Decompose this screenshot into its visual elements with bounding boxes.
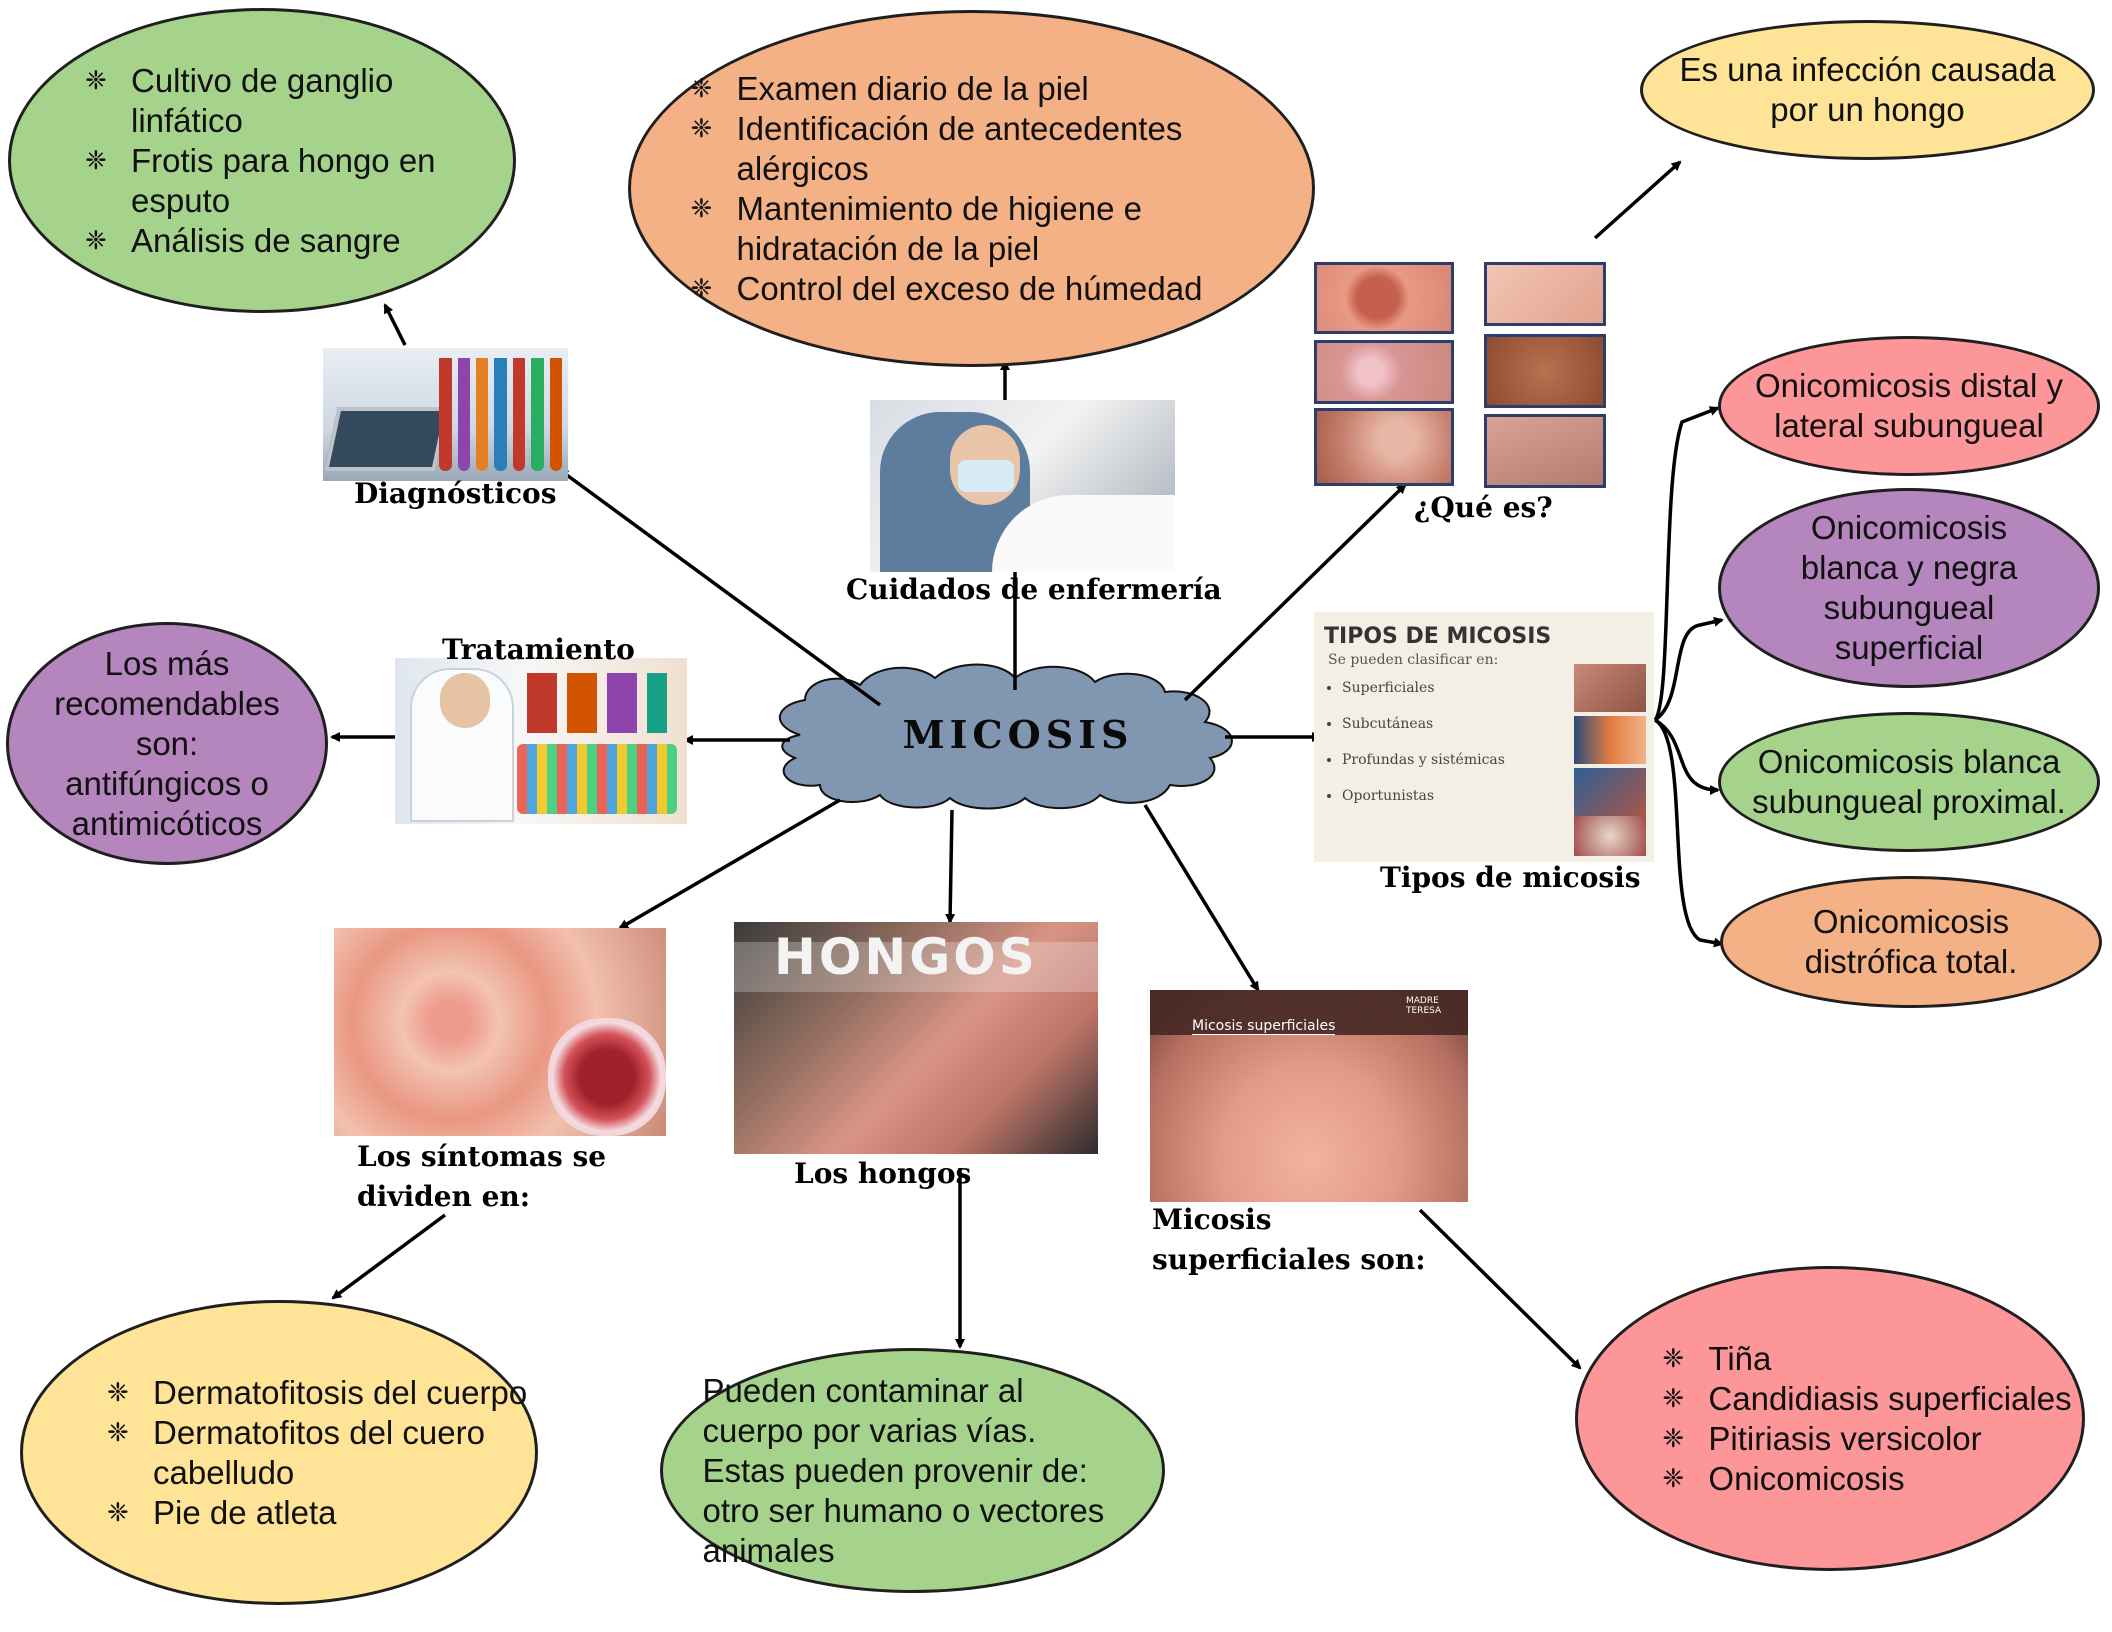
skin-thumbnail [1574,816,1646,856]
arrow-diagnosticos [558,468,882,707]
list-item: Cultivo de ganglio linfático [85,61,513,141]
list-item: Frotis para hongo en esputo [85,141,513,221]
tipos-slide-subtitle: Se pueden clasificar en: [1328,652,1499,668]
list-item: Control del exceso de húmedad [691,269,1257,309]
list-item: Identificación de antecedentes alérgicos [691,109,1257,189]
hongos-photo-word: HONGOS [774,928,1038,986]
list-item: Oportunistas [1342,788,1505,804]
arrow-onico-4 [1653,718,1724,948]
list-item: Pitiriasis versicolor [1662,1419,2071,1459]
onicomicosis-proximal-text: Onicomicosis blanca subungueal proximal. [1752,743,2066,820]
arrow-que-es-bubble [1593,160,1682,240]
cuidados-list: Examen diario de la piel Identificación … [657,69,1257,309]
arrow-onico-2 [1653,616,1724,722]
skin-photo [1484,334,1606,408]
arrow-diagnosticos-bubble [383,303,407,346]
list-item: Candidiasis superficiales [1662,1379,2071,1419]
arrow-superficiales [1143,804,1260,992]
cuidados-caption: Cuidados de enfermería [846,573,1222,606]
arrow-superficiales-bubble [1418,1208,1582,1370]
hongos-caption: Los hongos [794,1157,972,1190]
tratamiento-bubble: Los más recomendables son: antifúngicos … [6,622,328,865]
arrow-hongos [945,809,956,924]
skin-photo [1484,262,1606,326]
tipos-slide-list: Superficiales Subcutáneas Profundas y si… [1328,680,1505,824]
que-es-caption: ¿Qué es? [1414,491,1553,524]
hongos-text: Pueden contaminar al cuerpo por varias v… [702,1371,1105,1569]
list-item: Dermatofitos del cuero cabelludo [107,1413,535,1493]
tipos-caption: Tipos de micosis [1380,861,1641,894]
superficiales-photo-label: Micosis superficiales [1192,1018,1336,1035]
skin-photo [1314,408,1454,486]
superficiales-list: Tiña Candidiasis superficiales Pitiriasi… [1628,1339,2071,1499]
arrow-sintomas [618,798,841,930]
onicomicosis-distrofica-bubble: Onicomicosis distrófica total. [1720,876,2102,1008]
superficiales-bubble: Tiña Candidiasis superficiales Pitiriasi… [1575,1266,2085,1571]
tipos-slide-title: TIPOS DE MICOSIS [1324,624,1552,649]
list-item: Tiña [1662,1339,2071,1379]
micosis-cloud [779,663,1233,810]
diagnosticos-caption: Diagnósticos [354,477,557,510]
list-item: Superficiales [1342,680,1505,696]
tratamiento-caption: Tratamiento [442,633,635,666]
cuidados-photo [870,400,1175,572]
list-item: Onicomicosis [1662,1459,2071,1499]
diagnosticos-bubble: Cultivo de ganglio linfático Frotis para… [8,8,516,313]
microbe-image [548,1018,666,1136]
onicomicosis-superficial-bubble: Onicomicosis blanca y negra subungueal s… [1718,488,2100,688]
list-item: Dermatofitosis del cuerpo [107,1373,535,1413]
hongos-photo: HONGOS [734,922,1098,1154]
arrow-que-es [1183,483,1407,702]
list-item: Examen diario de la piel [691,69,1257,109]
sintomas-caption: Los síntomas se dividen en: [357,1140,607,1213]
list-item: Profundas y sistémicas [1342,752,1505,768]
sintomas-photo [334,928,666,1136]
sintomas-bubble: Dermatofitosis del cuerpo Dermatofitos d… [20,1300,538,1605]
que-es-text: Es una infección causada por un hongo [1679,51,2056,128]
tipos-slide: TIPOS DE MICOSIS Se pueden clasificar en… [1314,612,1654,862]
arrow-onico-1 [1653,406,1720,722]
hongos-bubble: Pueden contaminar al cuerpo por varias v… [660,1348,1165,1593]
arrow-onico-3 [1654,718,1720,795]
onicomicosis-distal-text: Onicomicosis distal y lateral subungueal [1754,367,2064,444]
center-title: MICOSIS [902,712,1134,757]
onicomicosis-superficial-text: Onicomicosis blanca y negra subungueal s… [1800,509,2018,666]
onicomicosis-distal-bubble: Onicomicosis distal y lateral subungueal [1718,336,2100,476]
tratamiento-text: Los más recomendables son: antifúngicos … [54,644,280,842]
diagnosticos-photo [323,348,568,481]
skin-thumbnail [1574,716,1646,764]
skin-photo [1314,340,1454,404]
tratamiento-photo [395,658,687,824]
skin-photo [1314,262,1454,334]
skin-thumbnail [1574,664,1646,712]
madre-teresa-logo: MADRE TERESA [1406,996,1442,1016]
list-item: Análisis de sangre [85,221,513,261]
arrow-sintomas-bubble [331,1213,447,1300]
onicomicosis-distrofica-text: Onicomicosis distrófica total. [1804,903,2018,980]
onicomicosis-proximal-bubble: Onicomicosis blanca subungueal proximal. [1718,712,2100,852]
skin-thumbnail [1574,768,1646,816]
skin-photo [1484,414,1606,488]
list-item: Subcutáneas [1342,716,1505,732]
sintomas-list: Dermatofitosis del cuerpo Dermatofitos d… [73,1373,535,1533]
superficiales-photo: Micosis superficiales MADRE TERESA [1150,990,1468,1202]
que-es-bubble: Es una infección causada por un hongo [1640,20,2095,160]
list-item: Mantenimiento de higiene e hidratación d… [691,189,1257,269]
superficiales-caption: Micosis superficiales son: [1152,1203,1426,1276]
diagnosticos-list: Cultivo de ganglio linfático Frotis para… [51,61,513,261]
list-item: Pie de atleta [107,1493,535,1533]
cuidados-bubble: Examen diario de la piel Identificación … [628,10,1315,367]
